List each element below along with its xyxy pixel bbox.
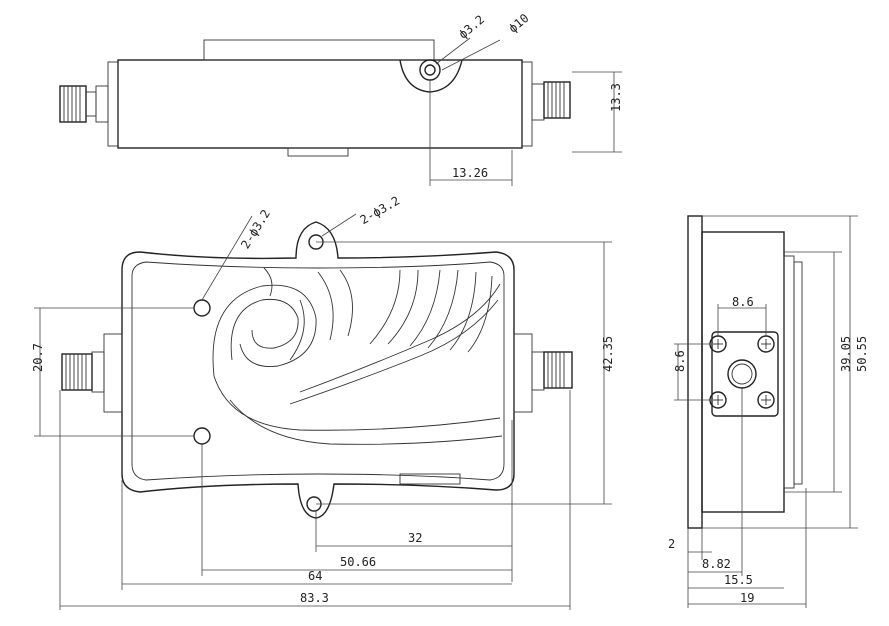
swirl-fins [212,267,503,445]
dim-64-label: 64 [308,569,322,583]
side-view: 8.6 8.6 39.05 50.55 2 8.82 15.5 19 [668,215,869,608]
front-height-label: 42.35 [601,336,615,372]
dim-2-label: 2 [668,537,675,551]
right-connector-front [513,333,573,413]
dim-83-3-label: 83.3 [300,591,329,605]
right-connector-top [531,81,571,121]
side-inner-h-label: 39.05 [839,336,853,372]
top-hole-large-label: ϕ10 [506,11,532,36]
front-spacing-label: 20.7 [31,343,45,372]
top-view: ϕ3.2 ϕ10 13.3 13.26 [59,11,623,186]
dim-15-5-label: 15.5 [724,573,753,587]
left-connector-top [59,85,109,123]
dim-32-label: 32 [408,531,422,545]
dim-19-label: 19 [740,591,754,605]
side-width-label: 8.6 [732,295,754,309]
dim-50-66-label: 50.66 [340,555,376,569]
front-hole-top-label: 2-ϕ3.2 [358,193,403,227]
top-hole-small-label: ϕ3.2 [456,12,487,41]
top-offset-label: 13.26 [452,166,488,180]
top-height-label: 13.3 [609,83,623,112]
front-view: 2-ϕ3.2 2-ϕ3.2 20.7 42.35 32 50.66 64 83.… [31,193,615,610]
side-outer-h-label: 50.55 [855,336,869,372]
side-square-h-label: 8.6 [673,350,687,372]
front-hole-left-label: 2-ϕ3.2 [238,207,273,251]
left-connector-front [61,333,123,413]
dim-8-82-label: 8.82 [702,557,731,571]
